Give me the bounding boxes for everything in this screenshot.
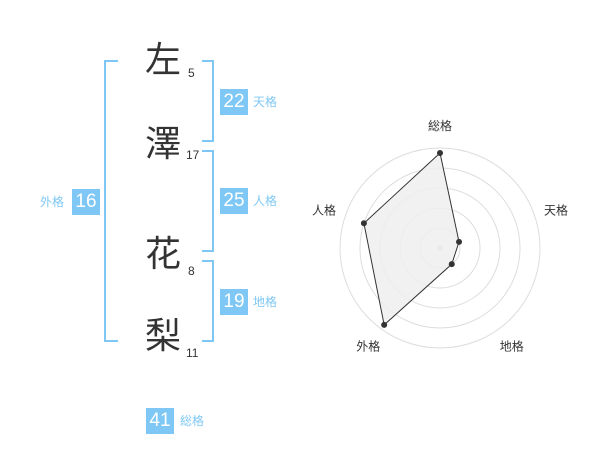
gaikaku-score: 16 [72, 189, 100, 215]
name-char-2: 澤 [144, 124, 181, 165]
radar-ring-5 [339, 147, 541, 349]
jinkaku-bracket [202, 150, 214, 252]
name-char-4: 梨 [144, 316, 181, 357]
jinkaku-score: 25 [220, 188, 248, 214]
radar-point-2 [456, 238, 463, 245]
radar-series-polygon [363, 152, 460, 326]
tenkaku-label: 天格 [253, 95, 278, 109]
radar-axis-label-2: 天格 [544, 202, 568, 217]
name-char-1: 左 [144, 40, 181, 81]
stroke-count-2: 17 [186, 148, 200, 162]
radar-axis-label-1: 総格 [428, 118, 452, 133]
stroke-count-3: 8 [188, 264, 195, 278]
gaikaku-label: 外格 [40, 195, 65, 209]
radar-point-3 [448, 261, 455, 268]
gaikaku-bracket [104, 60, 118, 342]
soukaku-score: 41 [146, 408, 174, 434]
stroke-count-1: 5 [188, 66, 195, 80]
tenkaku-bracket [202, 60, 214, 142]
radar-point-5 [360, 220, 367, 227]
radar-point-1 [437, 150, 443, 156]
tenkaku-score: 22 [220, 89, 248, 115]
radar-point-4 [381, 321, 388, 328]
soukaku-label: 総格 [180, 414, 205, 428]
radar-axis-label-3: 地格 [500, 339, 524, 354]
radar-axis-label-5: 人格 [312, 202, 336, 217]
name-char-3: 花 [144, 234, 181, 275]
chikaku-label: 地格 [253, 295, 278, 309]
chikaku-bracket [202, 260, 214, 342]
stroke-count-4: 11 [186, 346, 199, 360]
radar-axis-label-4: 外格 [356, 339, 380, 354]
jinkaku-label: 人格 [253, 194, 278, 208]
chikaku-score: 19 [220, 289, 248, 315]
